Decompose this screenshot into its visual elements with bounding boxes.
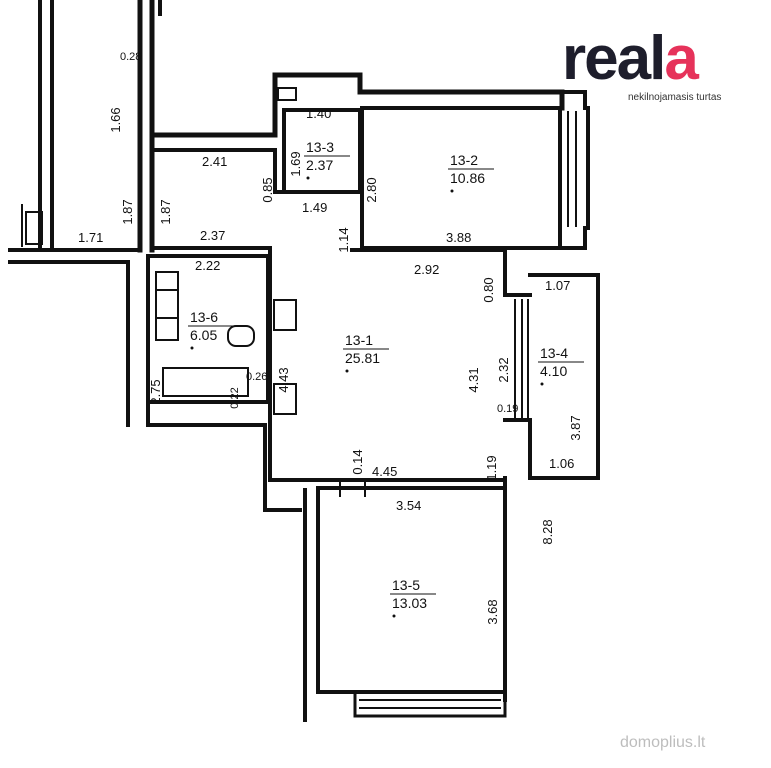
room-area: 4.10 (540, 363, 567, 379)
brand-name-accent: a (664, 24, 699, 93)
room-id: 13-6 (190, 309, 218, 325)
dimension-label: 1.69 (288, 151, 303, 176)
dimension-label: 3.88 (446, 230, 471, 245)
room-id: 13-2 (450, 152, 478, 168)
room-marker (540, 382, 544, 386)
room-label: 13-5 13.03 (390, 577, 436, 618)
dimension-label: 0.26 (246, 371, 267, 383)
dimension-label: 0.22 (229, 387, 241, 408)
dimension-label: 3.68 (485, 599, 500, 624)
dimension-label: 4.43 (276, 367, 291, 392)
dimension-label: 1.87 (120, 199, 135, 224)
room-area: 25.81 (345, 350, 380, 366)
dimension-label: 2.92 (414, 262, 439, 277)
dimension-label: 0.19 (497, 403, 518, 415)
room-marker (190, 346, 194, 350)
room-labels: 13-125.8113-210.8613-32.3713-44.1013-513… (188, 139, 584, 618)
watermark-text: domoplius.lt (620, 734, 706, 751)
room-label: 13-1 25.81 (343, 332, 389, 373)
brand-name-main: real (562, 24, 666, 93)
room-label: 13-2 10.86 (448, 152, 494, 193)
dimension-label: 4.31 (466, 367, 481, 392)
dimension-label: 1.14 (336, 227, 351, 252)
room-marker (345, 369, 349, 373)
room-area: 6.05 (190, 327, 217, 343)
dimension-label: 2.80 (364, 177, 379, 202)
room-id: 13-3 (306, 139, 334, 155)
room-id: 13-5 (392, 577, 420, 593)
dimension-label: 8.28 (540, 519, 555, 544)
brand-tagline: nekilnojamasis turtas (628, 92, 722, 103)
dimension-label: 2.75 (148, 379, 163, 404)
room-marker (392, 614, 396, 618)
dimension-label: 1.06 (549, 456, 574, 471)
dimension-label: 1.71 (78, 230, 103, 245)
room-id: 13-1 (345, 332, 373, 348)
dimension-labels: 0.28 1.66 1.87 1.87 1.71 2.41 1.40 1.69 0.85 2.80… (78, 51, 583, 625)
room-area: 13.03 (392, 595, 427, 611)
room-label: 13-4 4.10 (538, 345, 584, 386)
brand-logo: reala nekilnojamasis turtas (562, 26, 752, 106)
dimension-label: 2.32 (496, 357, 511, 382)
dimension-label: 1.19 (484, 455, 499, 480)
dimension-label: 0.14 (350, 449, 365, 474)
dimension-label: 0.80 (481, 277, 496, 302)
dimension-label: 1.07 (545, 278, 570, 293)
brand-name: reala (562, 24, 699, 93)
room-label: 13-3 2.37 (304, 139, 350, 180)
room-area: 10.86 (450, 170, 485, 186)
dimension-label: 2.22 (195, 258, 220, 273)
dimension-label: 2.41 (202, 154, 227, 169)
dimension-label: 3.87 (568, 415, 583, 440)
room-marker (450, 189, 454, 193)
room-label: 13-6 6.05 (188, 309, 234, 350)
dimension-label: 4.45 (372, 464, 397, 479)
dimension-label: 0.28 (120, 51, 141, 63)
room-id: 13-4 (540, 345, 568, 361)
dimension-label: 2.37 (200, 228, 225, 243)
dimension-label: 1.66 (108, 107, 123, 132)
dimension-label: 1.87 (158, 199, 173, 224)
room-marker (306, 176, 310, 180)
dimension-label: 3.54 (396, 498, 421, 513)
walls (8, 0, 600, 722)
dimension-label: 1.40 (306, 106, 331, 121)
dimension-label: 1.49 (302, 200, 327, 215)
room-area: 2.37 (306, 157, 333, 173)
dimension-label: 0.85 (260, 177, 275, 202)
